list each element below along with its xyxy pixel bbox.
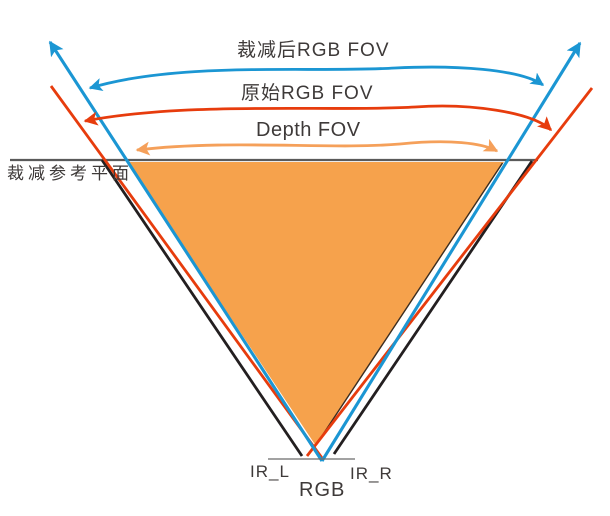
cropped-rgb-fov-label: 裁减后RGB FOV xyxy=(237,40,390,61)
original-rgb-fov-span-arrow xyxy=(83,104,553,132)
ir-left-fov-line xyxy=(100,159,304,457)
original-rgb-fov-left-ray xyxy=(49,85,324,459)
crop-reference-plane-label: 裁减参考平面 xyxy=(7,164,133,183)
cropped-rgb-fov-span-arrow xyxy=(88,65,545,91)
depth-fov-triangle xyxy=(127,162,504,446)
depth-fov-right-edge-line xyxy=(315,162,504,446)
ir-right-camera-label: IR_R xyxy=(350,464,393,483)
rgb-camera-label: RGB xyxy=(299,479,346,501)
original-rgb-fov-right-ray xyxy=(305,87,594,457)
ir-left-camera-label: IR_L xyxy=(250,462,290,481)
depth-fov-span-arrow xyxy=(135,138,499,156)
original-rgb-fov-label: 原始RGB FOV xyxy=(241,83,374,104)
depth-fov-label: Depth FOV xyxy=(256,119,361,141)
